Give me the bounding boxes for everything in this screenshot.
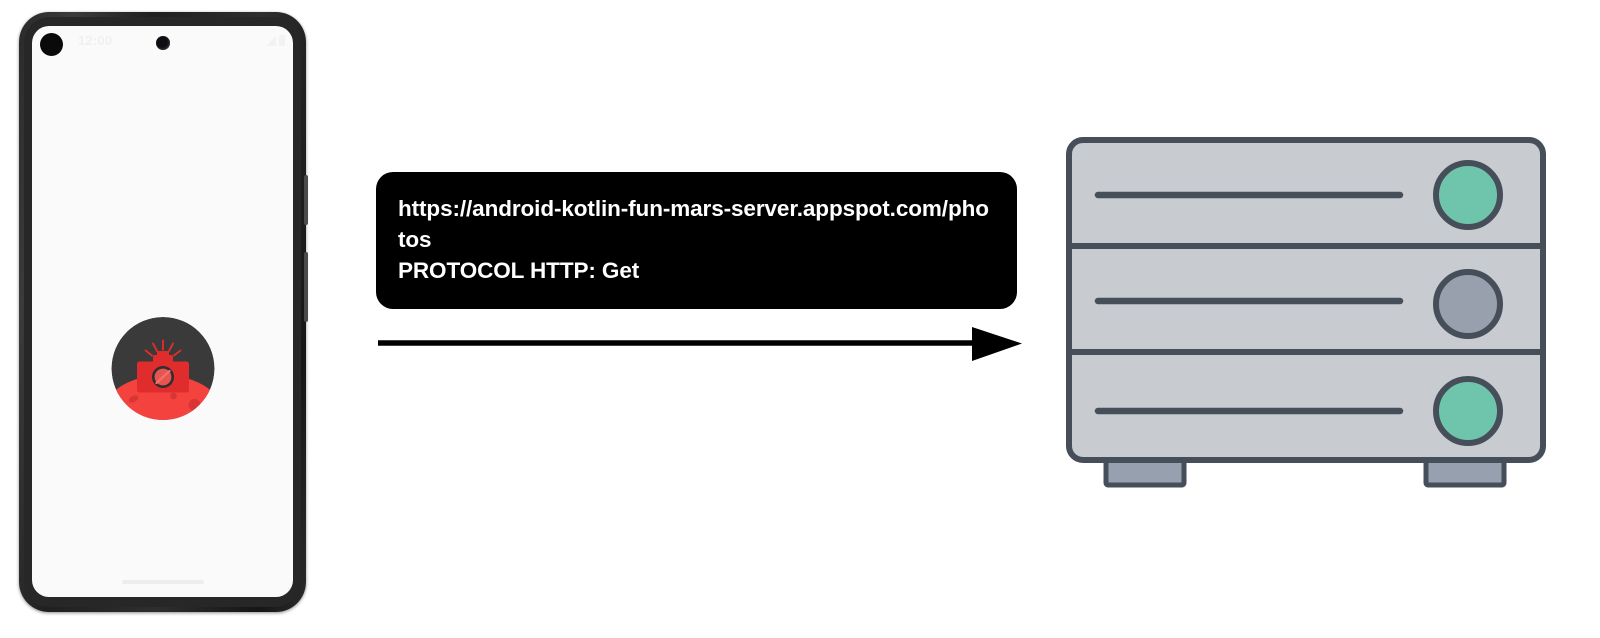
battery-icon — [279, 35, 285, 46]
status-bar-time: 12:00 — [78, 33, 113, 48]
power-button[interactable] — [304, 175, 308, 225]
signal-triangle-icon — [266, 35, 276, 46]
status-led-idle — [1433, 269, 1503, 339]
arrow-head — [972, 327, 1022, 361]
front-camera-icon — [40, 33, 63, 56]
status-bar: 12:00 — [32, 26, 293, 60]
server-unit-2 — [1094, 269, 1503, 339]
web-server — [1064, 130, 1548, 500]
camera-punch-hole-icon — [156, 36, 170, 50]
callout-protocol-line: PROTOCOL HTTP: Get — [398, 258, 640, 283]
phone-screen[interactable]: 12:00 — [32, 26, 293, 597]
status-bar-icons — [266, 35, 285, 46]
server-unit-1 — [1094, 160, 1503, 230]
volume-button[interactable] — [304, 252, 308, 322]
mars-photos-app-icon[interactable] — [111, 317, 214, 420]
status-led-active — [1433, 376, 1503, 446]
server-unit-3 — [1094, 376, 1503, 446]
gesture-home-indicator[interactable] — [121, 580, 204, 584]
request-arrow — [376, 325, 1026, 365]
status-led-active — [1433, 160, 1503, 230]
request-url-callout: https://android-kotlin-fun-mars-server.a… — [376, 172, 1017, 309]
callout-url-line: https://android-kotlin-fun-mars-server.a… — [398, 196, 989, 252]
android-phone: 12:00 — [19, 12, 308, 612]
